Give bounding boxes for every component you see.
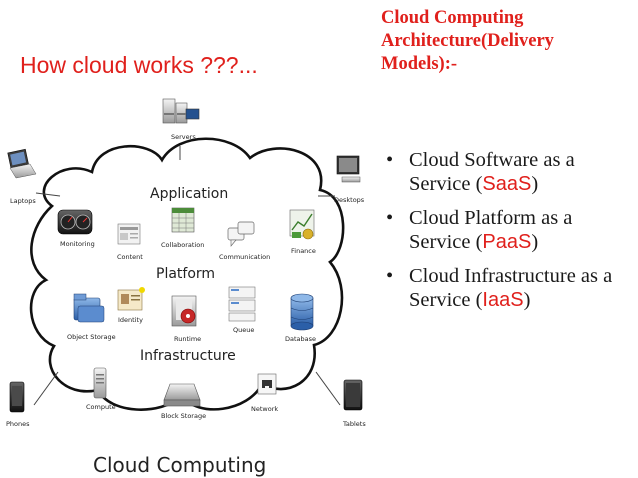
connector-lines: [33, 146, 341, 406]
queue-icon: [228, 286, 256, 322]
identity-icon: [117, 287, 145, 311]
monitoring-icon: [57, 209, 93, 235]
bullet-dot-icon: •: [386, 207, 394, 229]
phone-icon: [9, 381, 25, 413]
bullet-dot-icon: •: [386, 265, 394, 287]
identity-label: Identity: [118, 316, 143, 324]
infrastructure-layer-label: Infrastructure: [140, 348, 236, 364]
servers-label: Servers: [171, 133, 196, 141]
bullet-iaas: • Cloud Infrastructure as a Service (Iaa…: [382, 264, 632, 312]
runtime-icon: [171, 295, 197, 327]
bullet-close: ): [531, 173, 539, 195]
network-icon: [257, 373, 277, 395]
collaboration-icon: [171, 207, 195, 233]
tablets-label: Tablets: [342, 420, 366, 428]
bullet-dot-icon: •: [386, 149, 394, 171]
object-storage-label: Object Storage: [67, 333, 116, 341]
bullet-list: • Cloud Software as a Service (SaaS) • C…: [382, 148, 632, 322]
monitoring-label: Monitoring: [60, 240, 95, 248]
block-storage-icon: [163, 383, 201, 407]
saas-abbr: SaaS: [482, 173, 532, 195]
paas-abbr: PaaS: [482, 231, 532, 253]
phones-label: Phones: [6, 420, 30, 428]
bullet-text: Cloud Infrastructure as a Service (: [409, 265, 613, 311]
bullet-close: ): [523, 289, 531, 311]
finance-icon: [289, 209, 315, 240]
tablet-icon: [343, 379, 363, 411]
network-label: Network: [251, 405, 278, 413]
cloud-outline: [29, 137, 345, 411]
desktop-icon: [336, 155, 361, 183]
database-icon: [290, 293, 314, 331]
runtime-label: Runtime: [174, 335, 201, 343]
object-storage-icon: [73, 293, 105, 323]
laptops-label: Laptops: [10, 197, 36, 205]
slide-title: How cloud works ???...: [20, 52, 258, 78]
finance-label: Finance: [291, 247, 316, 255]
bullet-close: ): [531, 231, 539, 253]
bullet-paas: • Cloud Platform as a Service (PaaS): [382, 206, 632, 254]
compute-icon: [93, 367, 107, 399]
diagram-caption: Cloud Computing: [93, 453, 267, 477]
bullet-saas: • Cloud Software as a Service (SaaS): [382, 148, 632, 196]
iaas-abbr: IaaS: [482, 289, 524, 311]
collaboration-label: Collaboration: [161, 241, 204, 249]
content-icon: [117, 223, 141, 245]
laptop-icon: [7, 148, 37, 179]
servers-icon: [162, 98, 200, 124]
block-storage-label: Block Storage: [161, 412, 206, 420]
cloud-computing-diagram: Servers Laptops Desktops Phones Tablets …: [6, 98, 366, 428]
content-label: Content: [117, 253, 143, 261]
database-label: Database: [285, 335, 316, 343]
platform-layer-label: Platform: [156, 266, 215, 282]
application-layer-label: Application: [150, 186, 228, 202]
desktops-label: Desktops: [334, 196, 365, 204]
communication-icon: [227, 221, 255, 247]
architecture-heading: Cloud Computing Architecture(Delivery Mo…: [381, 8, 554, 74]
bullet-text: Cloud Software as a Service (: [409, 149, 575, 195]
bullet-text: Cloud Platform as a Service (: [409, 207, 573, 253]
queue-label: Queue: [233, 326, 254, 334]
communication-label: Communication: [219, 253, 270, 261]
compute-label: Compute: [86, 403, 116, 411]
